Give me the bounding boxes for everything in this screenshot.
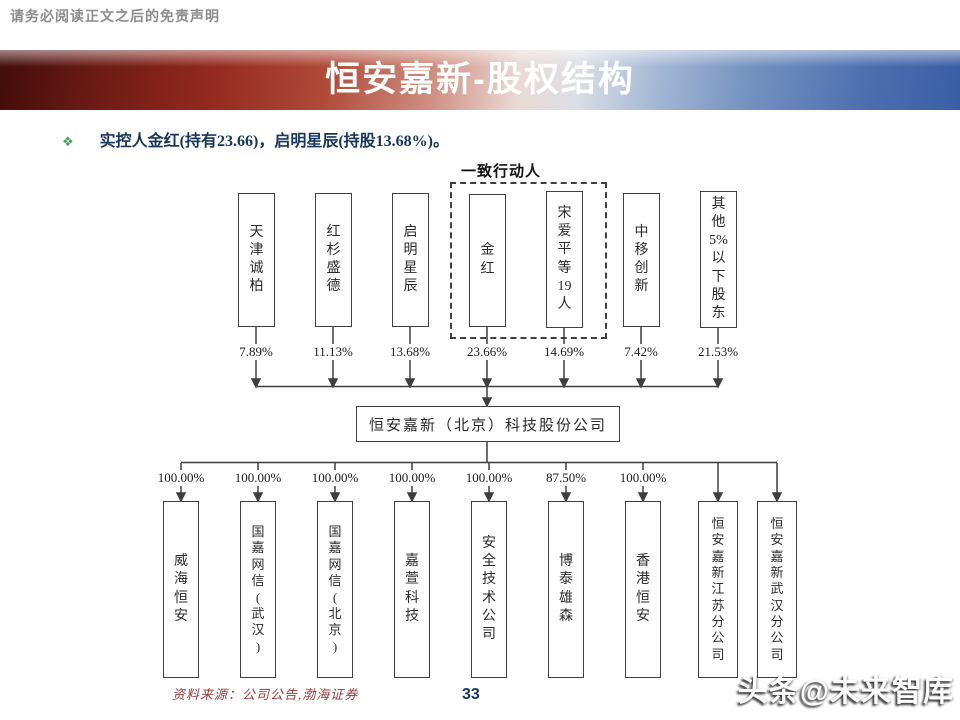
top-disclaimer: 请务必阅读正文之后的免责声明 (10, 8, 220, 24)
shareholder-name: 中 移 创 新 (634, 224, 649, 295)
shareholder-box: 金 红 (469, 194, 506, 327)
ownership-pct: 7.42% (622, 344, 660, 360)
company-box: 恒安嘉新（北京）科技股份公司 (356, 406, 620, 442)
subsidiary-box: 威 海 恒 安 (163, 501, 199, 678)
shareholder-box: 其 他 5% 以 下 股 东 (700, 191, 737, 328)
subsidiary-name: 国 嘉 网 信 ( 北 京 ) (328, 524, 342, 654)
subsidiary-box: 嘉 萱 科 技 (394, 501, 430, 678)
shareholder-box: 中 移 创 新 (623, 193, 660, 327)
subsidiary-name: 恒 安 嘉 新 武 汉 分 公 司 (770, 515, 784, 662)
watermark: 头条@未来智库 (737, 675, 954, 708)
ownership-pct: 100.00% (309, 470, 361, 486)
subsidiary-box: 恒 安 嘉 新 武 汉 分 公 司 (757, 501, 797, 678)
company-name: 恒安嘉新（北京）科技股份公司 (368, 417, 607, 434)
page-number: 33 (462, 686, 480, 703)
concert-group-outline (450, 182, 607, 339)
subsidiary-name: 国 嘉 网 信 ( 武 汉 ) (251, 524, 265, 654)
ownership-pct: 13.68% (387, 344, 433, 360)
shareholder-name: 启 明 星 辰 (403, 224, 418, 295)
shareholder-name: 金 红 (480, 243, 495, 277)
ownership-pct: 100.00% (463, 470, 515, 486)
ownership-pct: 100.00% (617, 470, 669, 486)
ownership-pct: 87.50% (543, 470, 589, 486)
ownership-pct: 14.69% (541, 344, 587, 360)
shareholder-box: 宋 爱 平 等 19 人 (546, 191, 583, 328)
ownership-pct: 23.66% (464, 344, 510, 360)
subsidiary-box: 安 全 技 术 公 司 (471, 501, 507, 678)
subsidiary-box: 国 嘉 网 信 ( 北 京 ) (317, 501, 353, 678)
subsidiary-box: 香 港 恒 安 (625, 501, 661, 678)
subsidiary-name: 嘉 萱 科 技 (405, 554, 419, 624)
subsidiary-name: 威 海 恒 安 (174, 554, 188, 624)
subsidiary-box: 国 嘉 网 信 ( 武 汉 ) (240, 501, 276, 678)
subsidiary-name: 恒 安 嘉 新 江 苏 分 公 司 (711, 515, 725, 662)
page-title: 恒安嘉新-股权结构 (325, 60, 635, 99)
title-banner: 恒安嘉新-股权结构 (0, 50, 960, 110)
shareholder-name: 红 杉 盛 德 (326, 224, 341, 295)
diamond-bullet-icon: ❖ (62, 134, 74, 149)
shareholder-name: 天 津 诚 柏 (249, 224, 264, 295)
ownership-pct: 11.13% (311, 344, 355, 360)
ownership-pct: 100.00% (155, 470, 207, 486)
shareholder-box: 天 津 诚 柏 (238, 193, 275, 327)
shareholder-name: 其 他 5% 以 下 股 东 (709, 196, 728, 321)
subsidiary-name: 博 泰 雄 森 (559, 554, 573, 624)
concert-group-label: 一致行动人 (461, 164, 542, 180)
ownership-pct: 21.53% (695, 344, 741, 360)
ownership-pct: 100.00% (386, 470, 438, 486)
subsidiary-name: 香 港 恒 安 (636, 554, 650, 624)
subsidiary-name: 安 全 技 术 公 司 (482, 535, 496, 642)
subsidiary-box: 恒 安 嘉 新 江 苏 分 公 司 (698, 501, 738, 678)
shareholder-box: 启 明 星 辰 (392, 193, 429, 327)
summary-line: ❖ 实控人金红(持有23.66)，启明星辰(持股13.68%)。 (62, 131, 449, 153)
summary-text: 实控人金红(持有23.66)，启明星辰(持股13.68%)。 (99, 133, 449, 150)
shareholder-box: 红 杉 盛 德 (315, 193, 352, 327)
source-note: 资料来源：公司公告,渤海证券 (172, 687, 359, 702)
ownership-pct: 7.89% (237, 344, 275, 360)
shareholder-name: 宋 爱 平 等 19 人 (557, 205, 572, 312)
subsidiary-box: 博 泰 雄 森 (548, 501, 584, 678)
ownership-pct: 100.00% (232, 470, 284, 486)
